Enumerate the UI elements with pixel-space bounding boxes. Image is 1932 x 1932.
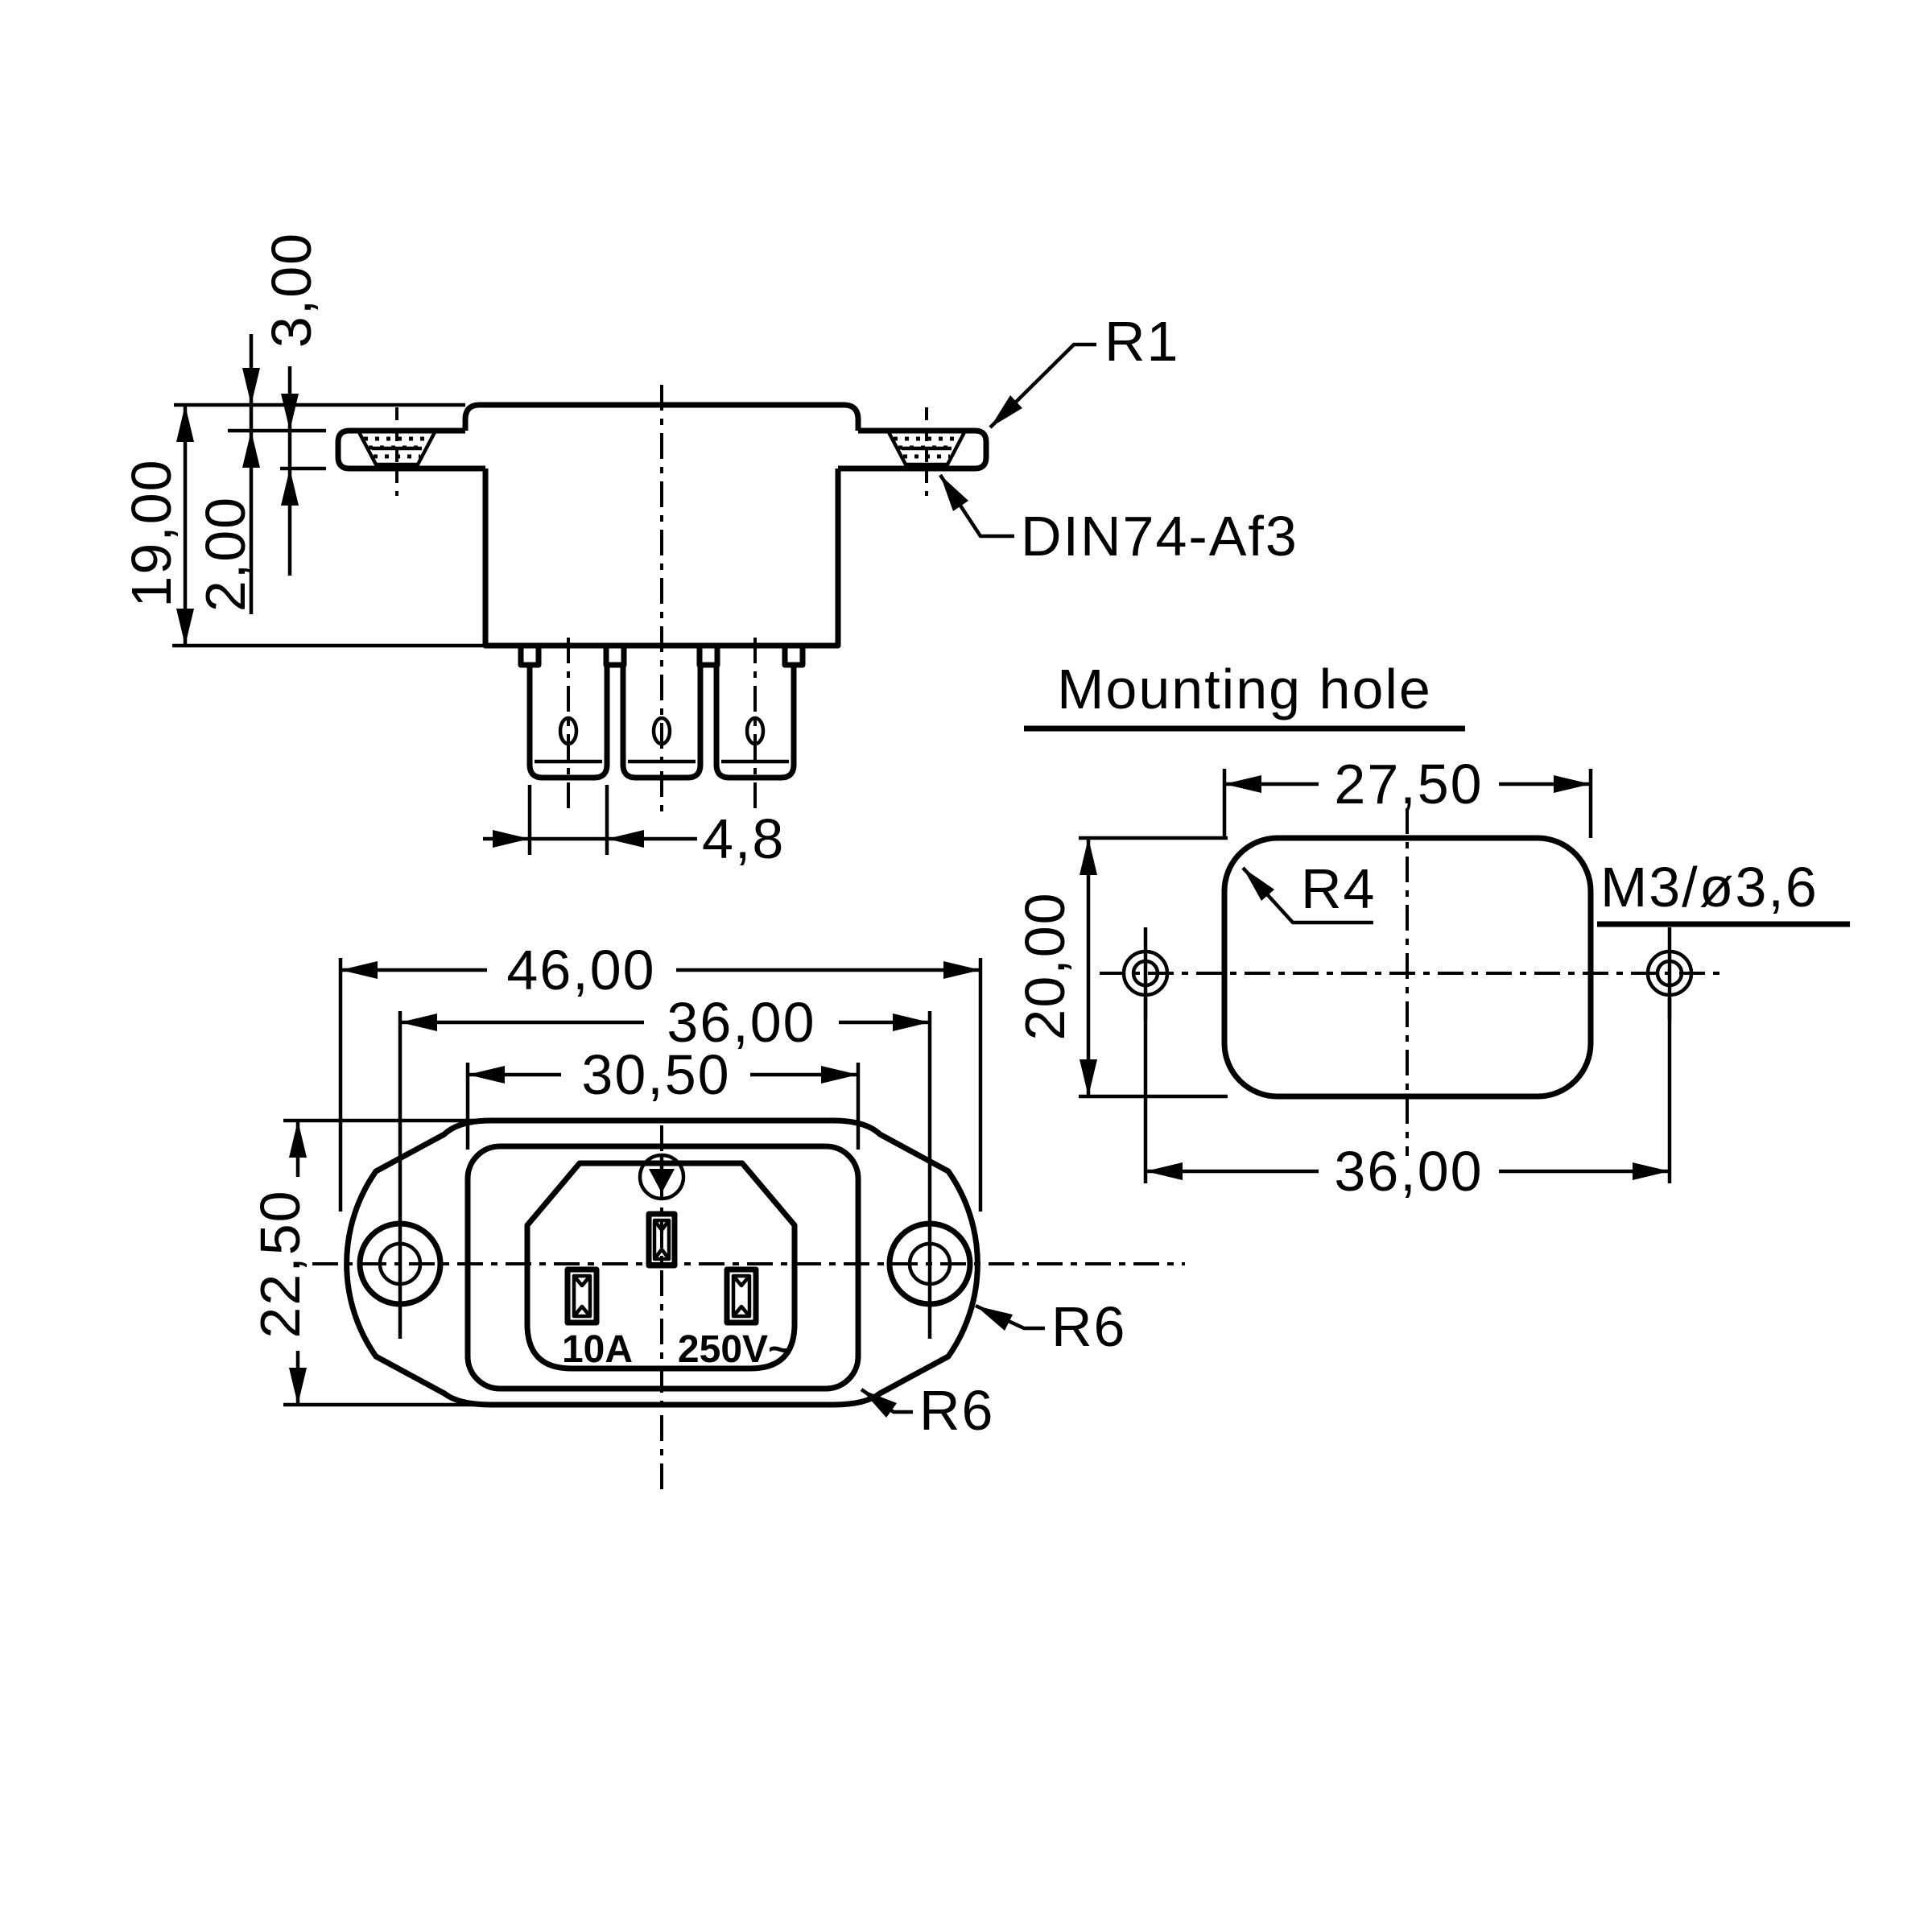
- leader-line: [989, 342, 1096, 429]
- dim-total-height: 19,00: [120, 405, 194, 646]
- dim-cutout-width: 27,50: [1222, 753, 1593, 838]
- pin-notch: [732, 1304, 751, 1318]
- arrowhead: [176, 609, 194, 646]
- arrowhead: [821, 1066, 858, 1084]
- dim-flange-thickness: 3,00: [260, 232, 323, 576]
- dim-flange-width: 46,00: [341, 939, 980, 1001]
- callout-r6-lower: R6: [860, 1379, 994, 1442]
- pin-notch: [572, 1274, 592, 1288]
- terminal-stub: [696, 642, 720, 668]
- r6-upper-label: R6: [1051, 1295, 1126, 1358]
- dim-3-00-label: 3,00: [260, 232, 323, 348]
- mounting-hole-title: Mounting hole: [1057, 658, 1432, 720]
- pin-line: [564, 1266, 600, 1326]
- dim-20-00-label: 20,00: [1013, 891, 1076, 1040]
- cutout-outline: [1221, 835, 1594, 1100]
- terminal-stub: [518, 642, 542, 668]
- dim-46-00-label: 46,00: [506, 939, 655, 1001]
- terminal-stub: [782, 642, 806, 668]
- din74-label: DIN74-Af3: [1021, 505, 1298, 568]
- countersink-cone: [357, 431, 436, 467]
- arrowhead: [1633, 1162, 1670, 1180]
- arrowhead: [1224, 775, 1261, 793]
- dim-19-00-label: 19,00: [120, 458, 183, 607]
- dim-36-00-front-label: 36,00: [667, 991, 815, 1054]
- terminal-stub: [603, 642, 627, 668]
- pin-notch: [572, 1304, 592, 1318]
- arrowhead: [468, 1066, 505, 1084]
- pin-notch: [653, 1247, 671, 1261]
- callout-m3: M3/ø3,6: [1597, 856, 1850, 927]
- callout-din74: DIN74-Af3: [939, 473, 1298, 568]
- r1-label: R1: [1104, 310, 1179, 373]
- countersink-cone: [887, 431, 966, 467]
- arrowhead: [281, 394, 299, 431]
- arrowhead: [289, 1368, 307, 1405]
- dim-body-width: 30,50: [468, 1043, 858, 1106]
- countersink-left: [357, 407, 436, 496]
- arrowhead: [1243, 868, 1274, 901]
- dim-27-50-label: 27,50: [1334, 753, 1483, 815]
- arrowhead: [242, 431, 260, 468]
- dim-36-00-mount-label: 36,00: [1334, 1140, 1483, 1203]
- dim-tab-width: 4,8: [483, 785, 785, 870]
- countersink-right: [887, 407, 966, 496]
- arrowhead: [943, 961, 980, 979]
- tab-outline: [526, 665, 610, 781]
- dim-hole-spacing-front: 36,00: [400, 991, 930, 1054]
- pin-outer: [724, 1266, 759, 1326]
- dim-hole-spacing-mount: 36,00: [1143, 998, 1672, 1203]
- arrowhead: [176, 405, 194, 442]
- terminal-tab-left: [526, 638, 610, 811]
- arrowhead: [607, 830, 644, 848]
- front-flange-outline: [344, 1117, 980, 1408]
- r6-lower-label: R6: [919, 1379, 994, 1442]
- callout-r4: R4: [1241, 857, 1376, 925]
- arrowhead: [1080, 1059, 1097, 1096]
- m3-label: M3/ø3,6: [1600, 856, 1818, 919]
- dim-flange-height: 22,50: [249, 1121, 312, 1405]
- arrowhead: [289, 1121, 307, 1158]
- arrowhead: [893, 1013, 930, 1031]
- side-flange-left-outline: [335, 427, 485, 472]
- arrowhead: [990, 395, 1022, 427]
- side-view: 19,00 2,00 3,00 4,8 R1: [120, 232, 1298, 870]
- arrowhead: [400, 1013, 437, 1031]
- callout-r6-upper: R6: [975, 1295, 1126, 1358]
- arrowhead: [1080, 838, 1097, 875]
- arrowhead: [1554, 775, 1591, 793]
- mounting-hole-view: Mounting hole 27,50: [1013, 658, 1850, 1203]
- arrowhead: [242, 368, 260, 405]
- front-view: 10A 250V~ 46,00 36,00: [249, 939, 1185, 1496]
- pin-inner: [572, 1274, 592, 1319]
- dim-cutout-height: 20,00: [1013, 836, 1228, 1099]
- side-flange-right-outline: [838, 427, 989, 472]
- arrowhead: [493, 830, 530, 848]
- pin-notch: [732, 1274, 751, 1288]
- arrowhead: [861, 1389, 897, 1418]
- pin-inner: [731, 1274, 752, 1319]
- pin-neutral: [724, 1266, 759, 1326]
- socket-recess-outline: [524, 1160, 798, 1372]
- arrowhead: [940, 475, 968, 511]
- r4-label: R4: [1301, 857, 1376, 920]
- dim-cap-height: 2,00: [194, 334, 260, 614]
- dim-4-8-label: 4,8: [702, 807, 785, 870]
- arrowhead: [1146, 1162, 1183, 1180]
- arrowhead: [976, 1306, 1013, 1331]
- pin-outer: [564, 1266, 600, 1326]
- tab-outline: [713, 665, 797, 781]
- arrowhead: [341, 961, 378, 979]
- arrowhead: [281, 469, 299, 506]
- terminal-tab-right: [713, 638, 797, 811]
- dim-30-50-label: 30,50: [581, 1043, 730, 1106]
- callout-r1: R1: [989, 310, 1179, 429]
- dim-2-00-label: 2,00: [194, 496, 257, 612]
- rating-current-label: 10A: [562, 1328, 633, 1371]
- dim-22-50-label: 22,50: [249, 1189, 312, 1338]
- rating-voltage-label: 250V~: [678, 1328, 791, 1371]
